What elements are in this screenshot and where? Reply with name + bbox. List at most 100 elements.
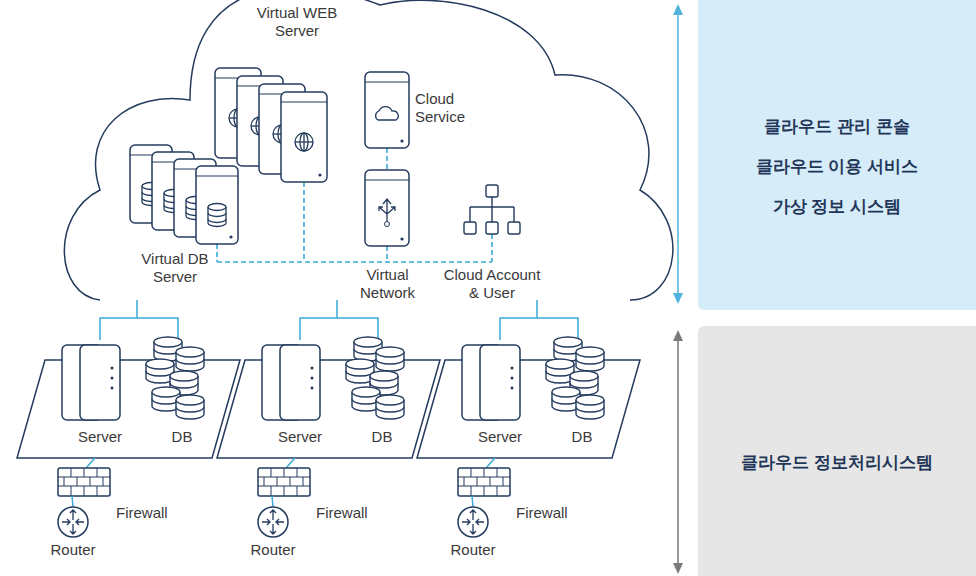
component-label: Firewall <box>516 504 586 522</box>
platform-plane <box>217 360 440 458</box>
router-symbol <box>58 507 88 537</box>
arrow-head <box>673 293 683 304</box>
dashed-link <box>216 244 218 262</box>
component-label: Virtual WEB Server <box>252 4 342 40</box>
dashed-link <box>303 182 305 262</box>
component-label: Firewall <box>116 504 186 522</box>
platform-plane <box>417 360 640 458</box>
component-label: DB <box>562 428 602 446</box>
wire <box>72 496 73 507</box>
platform-plane <box>17 360 240 458</box>
bracket-line <box>677 338 679 566</box>
server-case <box>80 345 120 420</box>
component-label: DB <box>162 428 202 446</box>
firewall-bricks <box>258 468 310 496</box>
firewall-bricks <box>458 468 510 496</box>
server-case <box>365 170 409 246</box>
cloud-link <box>500 300 578 340</box>
component-label: Router <box>243 541 303 559</box>
database-icon <box>208 204 226 227</box>
component-label: Virtual Network <box>350 266 425 302</box>
server-case <box>365 72 409 148</box>
physical-site <box>417 300 640 537</box>
server-dot <box>511 377 514 380</box>
server-dot <box>318 173 321 176</box>
server-band <box>365 179 409 180</box>
network-glyph <box>379 199 395 222</box>
database-cylinder <box>576 347 604 371</box>
cloud-link <box>300 300 378 340</box>
arrow-head <box>673 4 683 15</box>
dashed-link <box>491 234 493 262</box>
cloud-link <box>100 300 178 340</box>
server-case <box>280 345 320 420</box>
firewall-symbol <box>458 468 510 496</box>
server-dot <box>400 139 403 142</box>
account-tree-icon <box>464 185 520 234</box>
database-cylinder <box>376 395 404 419</box>
virtual-network-icon <box>365 170 409 246</box>
arrow-head <box>673 563 683 574</box>
server-band <box>196 175 238 176</box>
arrow-head <box>673 330 683 341</box>
cloud-outline <box>64 0 673 300</box>
server-dot <box>311 367 314 370</box>
server-case <box>480 345 520 420</box>
wire <box>272 496 273 507</box>
component-label: Server <box>470 428 530 446</box>
layer-bracket <box>673 330 683 574</box>
router-symbol <box>458 507 488 537</box>
router-symbol <box>258 507 288 537</box>
database-cylinder <box>176 395 204 419</box>
virtual-web-server <box>281 92 327 182</box>
server-dot <box>511 367 514 370</box>
database-cylinder <box>376 347 404 371</box>
server-dot <box>229 235 232 238</box>
layer-title: 클라우드 이용 서비스 <box>756 156 918 178</box>
dashed-link <box>217 261 492 263</box>
server-dot <box>400 237 403 240</box>
component-label: Router <box>43 541 103 559</box>
router-arrows <box>262 510 284 534</box>
layer-panel: 클라우드 정보처리시스템 <box>698 326 976 576</box>
firewall-bricks <box>58 468 110 496</box>
physical-site <box>217 300 440 537</box>
layer-title: 가상 정보 시스템 <box>773 196 901 218</box>
component-label: Cloud Account & User <box>440 266 544 302</box>
layer-bracket <box>673 4 683 304</box>
globe-icon <box>295 133 313 151</box>
server-dot <box>311 387 314 390</box>
wire <box>486 458 495 468</box>
wire <box>472 496 473 507</box>
network-node <box>385 222 390 227</box>
server-dot <box>311 377 314 380</box>
router-arrows <box>62 510 84 534</box>
component-label: Server <box>270 428 330 446</box>
layer-title: 클라우드 관리 콘솔 <box>764 116 909 138</box>
server-case <box>196 166 238 244</box>
server-band <box>281 101 327 102</box>
component-label: DB <box>362 428 402 446</box>
layer-title: 클라우드 정보처리시스템 <box>741 452 933 474</box>
component-label: Router <box>443 541 503 559</box>
cloud-service-icon <box>365 72 409 148</box>
wire <box>86 458 95 468</box>
layer-panel: 클라우드 관리 콘솔클라우드 이용 서비스가상 정보 시스템 <box>698 0 976 310</box>
server-band <box>365 81 409 82</box>
server-dot <box>511 387 514 390</box>
server-dot <box>111 387 114 390</box>
database-cylinder <box>576 395 604 419</box>
firewall-symbol <box>258 468 310 496</box>
server-dot <box>111 367 114 370</box>
wire <box>286 458 295 468</box>
component-label: Firewall <box>316 504 386 522</box>
router-arrows <box>462 510 484 534</box>
cloud-glyph <box>376 107 399 120</box>
firewall-symbol <box>58 468 110 496</box>
server-case <box>281 92 327 182</box>
physical-site <box>17 300 240 537</box>
dashed-link <box>386 148 388 170</box>
component-label: Server <box>70 428 130 446</box>
component-label: Virtual DB Server <box>135 250 215 286</box>
